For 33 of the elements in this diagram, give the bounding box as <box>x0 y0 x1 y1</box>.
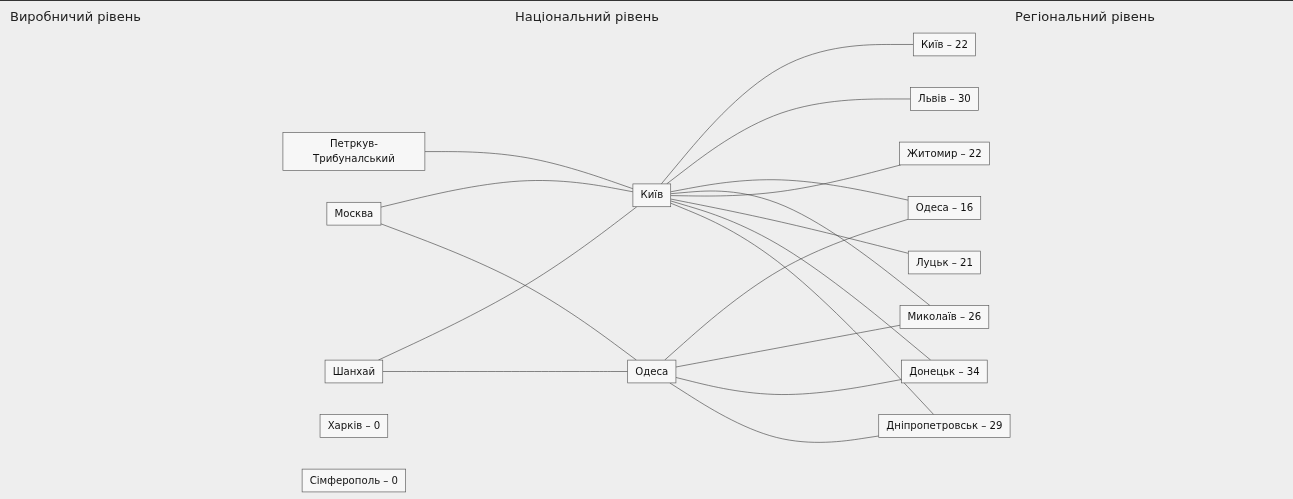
connector <box>670 190 931 306</box>
node-box: Миколаїв – 26 <box>899 305 990 329</box>
column-heading: Виробничий рівень <box>10 9 141 24</box>
node-box: Одеса <box>627 359 677 384</box>
node-box: Львів – 30 <box>910 87 979 111</box>
node-box: Київ – 22 <box>913 32 976 57</box>
connector <box>675 324 901 368</box>
node-box: Москва <box>326 201 382 226</box>
node-box: Одеса – 16 <box>907 196 982 220</box>
column-heading: Регіональний рівень <box>1015 9 1155 24</box>
connector <box>424 151 634 190</box>
connector <box>380 180 634 208</box>
node-box: Петркув-Трибуналський <box>282 132 426 171</box>
node-box: Дніпропетровськ – 29 <box>878 414 1011 438</box>
node-box: Київ <box>632 183 672 208</box>
connector <box>670 179 909 201</box>
node-box: Харків – 0 <box>319 414 389 438</box>
connector <box>670 202 935 415</box>
connector <box>661 44 914 185</box>
node-box: Шанхай <box>324 359 384 384</box>
connector <box>382 371 628 372</box>
node-box: Сімферополь – 0 <box>301 468 406 493</box>
node-box: Луцьк – 21 <box>907 250 981 275</box>
connector <box>670 198 909 254</box>
connector <box>675 377 902 395</box>
node-box: Донецьк – 34 <box>901 359 988 384</box>
column-heading: Національний рівень <box>515 9 659 24</box>
connector <box>670 200 931 361</box>
connector <box>670 164 902 197</box>
node-box: Житомир – 22 <box>899 141 990 166</box>
connector <box>666 98 911 185</box>
connector <box>664 218 909 361</box>
connector <box>669 382 880 443</box>
